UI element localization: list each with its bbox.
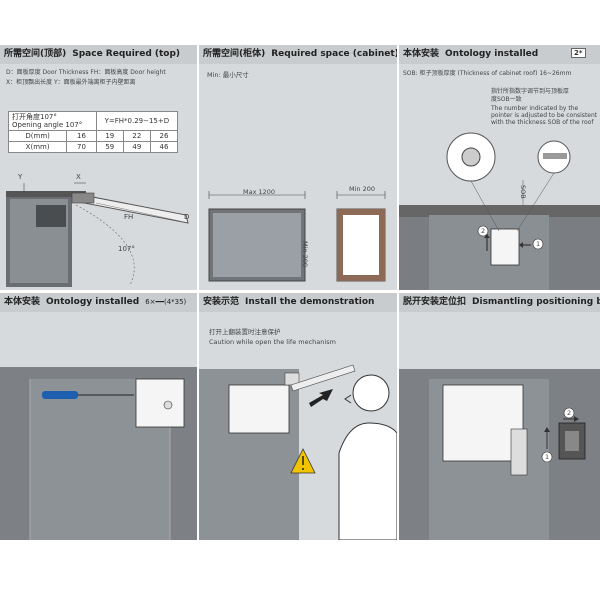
cabinet-space-diagram — [208, 191, 386, 282]
step-1: 1 — [545, 453, 550, 461]
title-en: Space Required (top) — [72, 49, 181, 59]
demonstration-diagram — [199, 364, 397, 540]
step-2: 2 — [481, 227, 486, 235]
min-note: Min: 最小尺寸 — [207, 71, 249, 79]
panel-install-demonstration: 安装示范 Install the demonstration 打开上翻装置时注意保… — [199, 293, 397, 540]
install-diagram — [399, 132, 600, 290]
angle-en: Opening angle 107° — [12, 121, 83, 129]
label-fh: FH — [124, 213, 134, 221]
spec-table: 打开角度107°Opening angle 107° Y=FH*0.29−15+… — [7, 111, 179, 153]
title-en: Ontology installed — [46, 297, 140, 307]
title-en: Ontology installed — [445, 49, 539, 59]
instruction-grid: 所需空间(顶部) Space Required (top) D：面板厚度 Door… — [0, 45, 600, 540]
sob-label: SOB — [519, 185, 527, 199]
cell: 70 — [66, 141, 97, 153]
side-install-diagram — [0, 367, 197, 540]
panel-header: 所需空间(柜体) Required space (cabinet) — [199, 45, 397, 64]
title-zh: 本体安装 — [403, 49, 440, 59]
label-max-1200: Max 1200 — [243, 188, 276, 196]
title-zh: 脱开安装定位扣 — [403, 297, 467, 307]
title-zh: 所需空间(顶部) — [4, 49, 67, 59]
panel-header: 安装示范 Install the demonstration — [199, 293, 397, 312]
label-y: Y — [18, 173, 23, 181]
panel-header: 本体安装 Ontology installed — [399, 45, 600, 64]
top-space-diagram — [6, 182, 189, 287]
note-zh-1: 指针所指数字调节到与顶板厚 — [491, 88, 570, 95]
title-zh: 安装示范 — [203, 297, 240, 307]
title-en: Dismantling positioning buckle — [472, 297, 600, 307]
legend-line-1: D：面板厚度 Door Thickness FH：面板高度 Door heigh… — [6, 69, 166, 76]
screw-spec: 6×━━(4*35) — [145, 298, 187, 306]
table-row: X(mm) 70 59 49 46 — [7, 141, 179, 153]
title-zh: 本体安装 — [4, 297, 41, 307]
quantity-badge: 2* — [571, 48, 586, 58]
step-1: 1 — [536, 240, 541, 248]
panel-space-required-top: 所需空间(顶部) Space Required (top) D：面板厚度 Door… — [0, 45, 197, 290]
label-angle: 107° — [118, 245, 135, 253]
label-x: X — [76, 173, 81, 181]
title-en: Install the demonstration — [245, 297, 375, 307]
cell: 16 — [66, 130, 97, 142]
label-min-200-width: Min 200 — [349, 185, 376, 193]
cell: 46 — [149, 141, 179, 153]
panel-required-space-cabinet: 所需空间(柜体) Required space (cabinet) Min: 最小… — [199, 45, 397, 290]
caution-en: Caution while open the life mechanism — [209, 338, 336, 346]
caution-zh: 打开上翻装置时注意保护 — [209, 328, 281, 336]
note-zh-2: 度SOB一致 — [491, 96, 522, 103]
title-zh: 所需空间(柜体) — [203, 49, 266, 59]
note-en-2: pointer is adjusted to be consistent — [491, 112, 598, 119]
panel-header: 本体安装 Ontology installed 6×━━(4*35) — [0, 293, 197, 312]
note-en-3: with the thickness SOB of the roof — [491, 119, 594, 126]
label-d: D — [184, 213, 190, 221]
panel-ontology-installed-top: 本体安装 Ontology installed 2* SOB: 柜子顶板厚度 (T… — [399, 45, 600, 290]
label-min-200-height: Min 200 — [301, 241, 309, 268]
angle-zh: 打开角度107° — [12, 113, 57, 121]
sob-line: SOB: 柜子顶板厚度 (Thickness of cabinet roof) … — [403, 70, 572, 77]
panel-header: 脱开安装定位扣 Dismantling positioning buckle — [399, 293, 600, 312]
cell: 59 — [95, 141, 124, 153]
title-en: Required space (cabinet) — [271, 49, 397, 59]
dismantle-diagram — [399, 369, 600, 540]
note-en-1: The number indicated by the — [491, 105, 579, 112]
step-2: 2 — [567, 409, 572, 417]
legend-line-2: X：柜顶飘出长度 Y：面板最外端离柜子内壁距离 — [6, 79, 136, 86]
panel-ontology-installed-side: 本体安装 Ontology installed 6×━━(4*35) — [0, 293, 197, 540]
panel-header: 所需空间(顶部) Space Required (top) — [0, 45, 197, 64]
